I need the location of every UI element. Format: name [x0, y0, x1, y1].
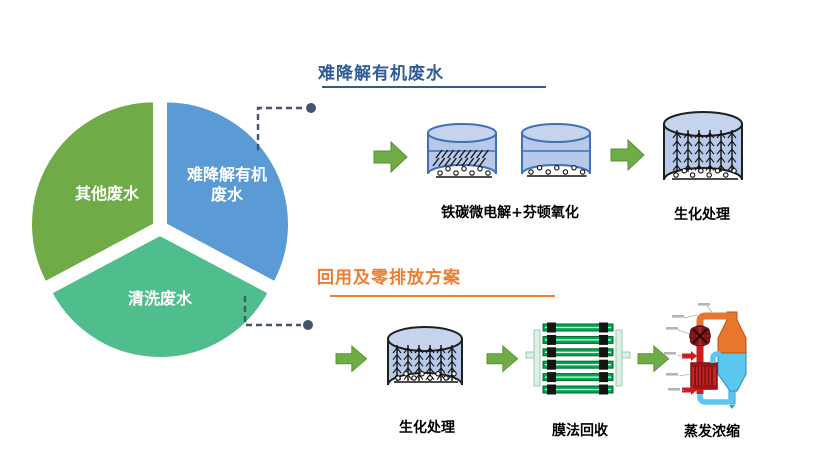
- pie-label-other: 其他废水: [74, 184, 139, 203]
- flow-arrow-top-2: [610, 139, 645, 171]
- caption-evaporator: 蒸发浓缩: [684, 424, 740, 440]
- aeration-bubbles: [672, 168, 739, 180]
- pie-chart: [30, 100, 290, 359]
- pie-slice-cleaning: [50, 233, 270, 359]
- flow-arrow-bottom-1: [335, 345, 368, 372]
- membrane-tubes: [542, 322, 614, 395]
- bottom-flow-title: 回用及零排放方案: [317, 268, 461, 288]
- tank-bio-top: [663, 111, 743, 181]
- pie-label-cleaning: 清洗废水: [127, 289, 192, 308]
- aeration-bubbles: [436, 166, 492, 178]
- flow-arrow-bottom-2: [486, 345, 519, 372]
- aeration-bubbles: [527, 165, 587, 177]
- hatch-marks: [435, 149, 489, 159]
- hatch-marks: [432, 157, 486, 167]
- caption-iron-carbon-fenton: 铁碳微电解+芬顿氧化: [441, 205, 579, 221]
- pie-label-refractory-line2: 废水: [210, 185, 243, 204]
- bottom-flow-underline: [330, 295, 555, 297]
- aeration-bubbles: [394, 371, 458, 383]
- callout-connectors: [243, 106, 304, 327]
- evaporator: [664, 303, 747, 409]
- flow-arrow-top-1: [373, 141, 408, 173]
- top-flow-underline: [322, 86, 546, 88]
- tank-iron-carbon: [427, 123, 497, 178]
- connector-refractory-line: [256, 106, 304, 150]
- pie-slice-other: [30, 100, 155, 284]
- top-flow-title: 难降解有机废水: [318, 64, 444, 84]
- evaporator-annotations: [676, 305, 713, 392]
- membrane-module: [525, 322, 631, 395]
- connector-refractory-dot: [306, 103, 316, 113]
- pie-label-refractory: 难降解有机 废水: [160, 165, 294, 205]
- tank-bio-bottom: [387, 326, 463, 386]
- flow-arrow-bottom-3: [637, 345, 670, 372]
- connector-cleaning-dot: [303, 320, 313, 330]
- caption-bio-top: 生化处理: [674, 207, 730, 223]
- pie-label-refractory-line1: 难降解有机: [186, 165, 267, 184]
- bio-media-brushes: [672, 130, 737, 172]
- tank-fenton: [521, 123, 591, 177]
- caption-bio-bottom: 生化处理: [399, 420, 455, 436]
- caption-membrane: 膜法回收: [552, 423, 608, 439]
